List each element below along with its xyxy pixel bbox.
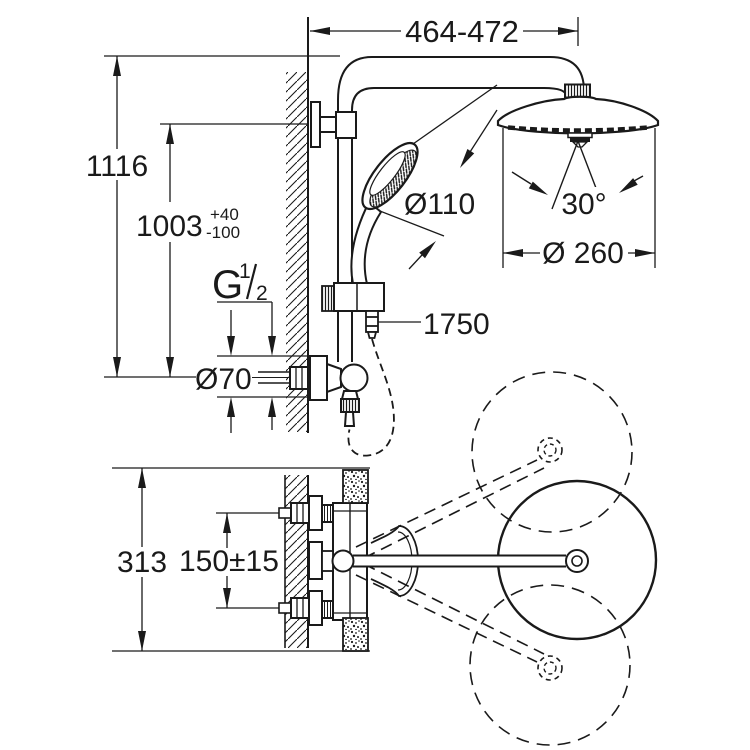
dim-pipe-height-tol-plus: +40 [210,205,239,224]
wall-section-plan [284,475,309,648]
head-connector-nut [564,83,591,99]
dimension-arrows-plan [138,468,231,651]
swivel-arm-positions [355,459,545,663]
thermostat-valve-elevation [252,355,369,427]
dimension-lines-elevation [104,17,656,433]
dim-supply-spacing: 150±15 [179,545,279,578]
dim-arm-reach: 464-472 [405,14,519,49]
thread-letter: G [212,263,243,307]
dim-pipe-height: 1003 [136,210,203,243]
hand-shower-handle [350,200,383,285]
dimension-arrows-elevation [113,27,655,417]
head-shower [496,83,660,210]
shower-pipe-and-arm [337,56,585,362]
dim-headshower-dia: Ø 260 [542,237,624,270]
hand-shower [321,141,419,457]
dim-hose-length: 1750 [423,308,490,341]
dimension-labels: 464-472 1116 1003 +40 -100 G 1 2 Ø70 Ø11… [83,14,628,579]
glide-holder [321,282,385,312]
head-dome [496,95,660,135]
dim-escutcheon-dia: Ø70 [195,363,252,396]
dim-handshower-dia: Ø110 [404,188,475,221]
swivel-range [469,371,633,746]
shower-hose [347,338,395,457]
hose-stub [365,310,379,339]
spray-cone-left [551,140,579,210]
dim-overall-height: 1116 [86,150,148,183]
spray-nozzle-band [507,125,649,133]
plan-view [112,371,658,746]
thread-denominator: 2 [256,282,268,305]
escutcheon-sections [342,469,369,652]
dim-spray-angle: 30° [561,188,606,221]
wall-section-elevation [286,17,309,433]
dim-valve-width: 313 [117,546,167,579]
thread-numerator: 1 [239,260,251,283]
spray-angle-arrows [511,171,644,195]
dim-pipe-height-tol-minus: -100 [206,223,240,242]
shower-arm-plan [308,541,589,580]
wall-bracket [310,101,357,148]
